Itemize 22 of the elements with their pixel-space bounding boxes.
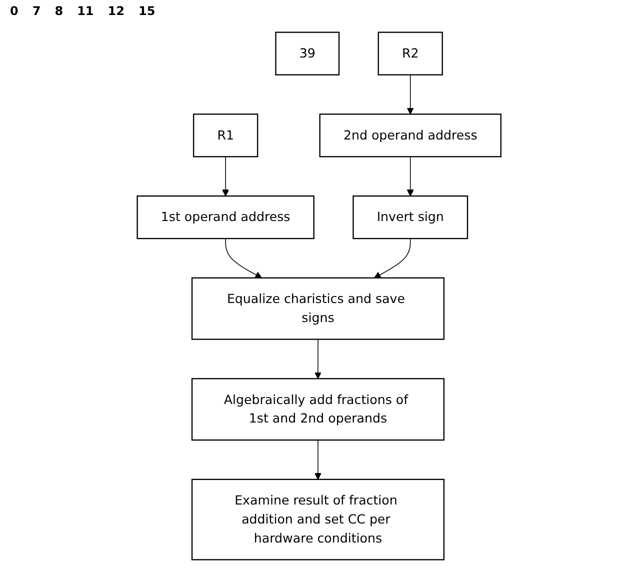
- node-box: 2nd operand address: [320, 114, 502, 158]
- bit-number: 7: [32, 4, 41, 20]
- node-box: 39: [276, 32, 340, 76]
- node-box: Invert sign: [353, 195, 468, 240]
- arrow: [407, 156, 414, 196]
- arrow: [407, 74, 414, 114]
- node-box: R1: [193, 114, 259, 158]
- bit-number: 15: [138, 4, 156, 20]
- node-box: Examine result of fraction addition and set CC per hardware conditions: [192, 478, 445, 560]
- arrow: [314, 440, 322, 480]
- node-box: R2: [378, 32, 444, 76]
- bit-number: 12: [108, 4, 124, 20]
- arrow: [226, 238, 262, 278]
- arrow: [314, 338, 322, 379]
- node-box: Equalize charistics and save signs: [192, 277, 445, 340]
- bit-number: 11: [77, 4, 94, 20]
- arrow: [222, 156, 230, 196]
- bit-number: 8: [54, 4, 64, 20]
- node-box: Algebraically add fractions of 1st and 2nd operands: [192, 378, 445, 441]
- node-box: 1st operand address: [137, 195, 315, 240]
- bit-number: 0: [10, 4, 18, 20]
- arrow: [374, 238, 412, 278]
